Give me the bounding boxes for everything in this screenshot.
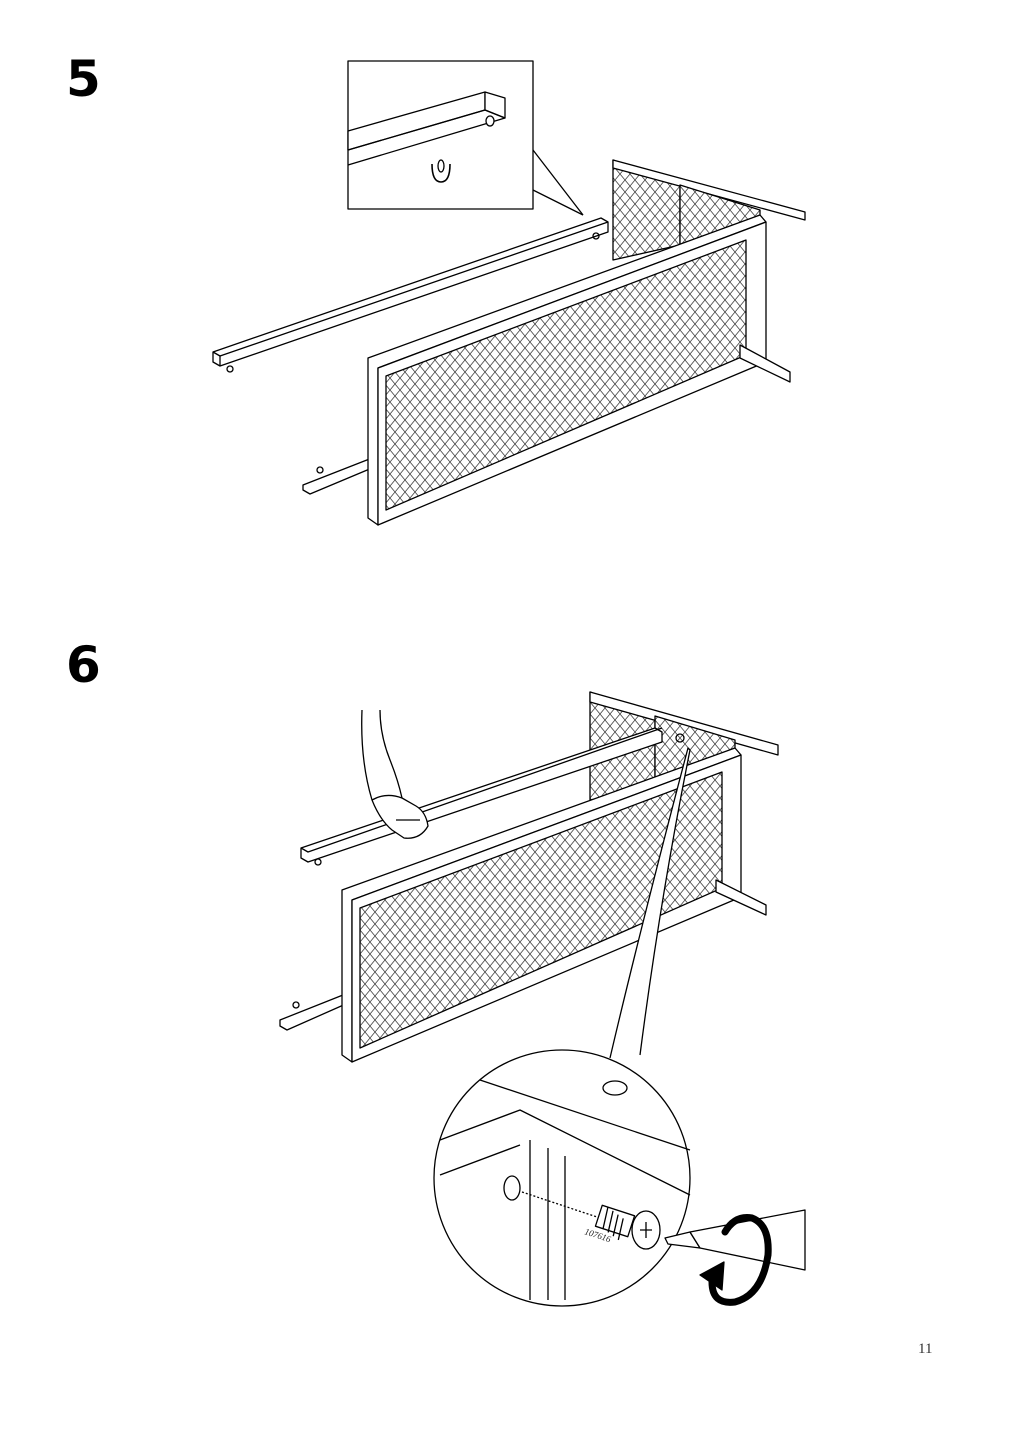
screwdriver-icon — [664, 1209, 806, 1271]
step-6-illustration: 107616 — [279, 691, 806, 1307]
far-side-panel — [612, 159, 806, 261]
screw-icon — [594, 1204, 661, 1250]
step-5-number: 5 — [66, 50, 101, 108]
front-panel — [367, 214, 791, 526]
step-5-illustration — [212, 60, 806, 526]
clockwise-arrow-icon — [699, 1214, 772, 1306]
lower-bar-6 — [279, 992, 349, 1031]
screw-detail-circle: 107616 — [433, 1049, 691, 1307]
hand-icon — [361, 709, 429, 839]
lower-bar — [302, 457, 373, 495]
front-panel-6 — [341, 747, 767, 1063]
page-number: 11 — [918, 1341, 933, 1357]
back-rail — [212, 217, 609, 373]
callout-leader — [609, 747, 691, 1059]
step-6-number: 6 — [66, 636, 101, 694]
rail-hook-detail-inset — [347, 60, 584, 216]
